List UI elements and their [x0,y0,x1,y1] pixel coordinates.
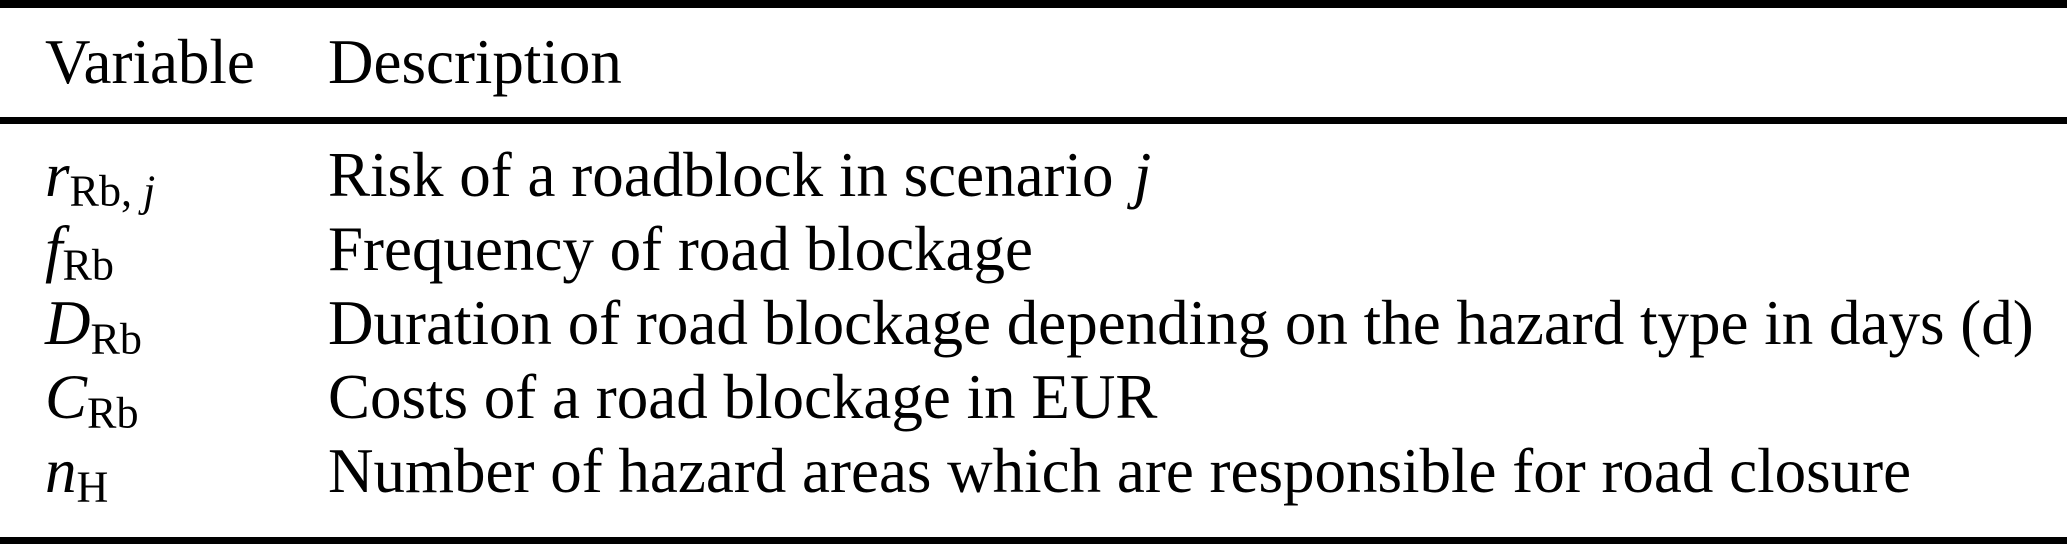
table-bottom-rule [0,537,2067,544]
variable-subscript: Rb [63,241,114,290]
variable-base: f [45,214,63,284]
table-row: nH Number of hazard areas which are resp… [0,434,2067,509]
variable-cell: nH [45,434,328,509]
variable-base: n [45,436,77,506]
variable-symbol: rRb, j [45,140,155,213]
description-cell: Risk of a roadblock in scenario j [328,138,2067,212]
description-text: Costs of a road blockage in EUR [328,362,1158,432]
table-header-row: Variable Description [0,8,2067,117]
description-cell: Duration of road blockage depending on t… [328,286,2067,360]
variable-symbol: CRb [45,362,139,435]
variable-subscript: H [77,463,109,512]
table-top-rule [0,0,2067,8]
variable-cell: DRb [45,286,328,361]
description-text: Duration of road blockage depending on t… [328,288,2034,358]
variable-base: r [45,140,70,210]
variable-subscript-roman: Rb [62,240,114,290]
variable-symbol: DRb [45,288,142,361]
description-text: Risk of a roadblock in scenario [328,140,1114,210]
variable-base: D [45,288,91,358]
variable-subscript-roman: H [76,462,109,512]
variable-subscript-roman: Rb, [69,166,144,216]
description-math-symbol: j [1133,140,1152,210]
description-cell: Number of hazard areas which are respons… [328,434,2067,508]
column-header-description: Description [328,27,622,97]
table-header-rule [0,117,2067,124]
variable-subscript-roman: Rb [87,388,139,438]
variable-cell: rRb, j [45,138,328,213]
table-row: rRb, j Risk of a roadblock in scenario j [0,138,2067,213]
variable-cell: CRb [45,360,328,435]
table-row: CRb Costs of a road blockage in EUR [0,360,2067,435]
description-cell: Costs of a road blockage in EUR [328,360,2067,434]
variable-symbol: fRb [45,214,114,287]
description-cell: Frequency of road blockage [328,212,2067,286]
variable-symbol: nH [45,436,108,509]
variable-subscript-roman: Rb [90,314,142,364]
description-text: Number of hazard areas which are respons… [328,436,1912,506]
variable-base: C [45,362,88,432]
variable-subscript-italic: j [143,166,156,216]
column-header-variable: Variable [45,27,255,97]
variable-subscript: Rb [91,315,142,364]
description-text: Frequency of road blockage [328,214,1033,284]
variable-cell: fRb [45,212,328,287]
table-row: fRb Frequency of road blockage [0,212,2067,287]
variable-subscript: Rb [87,389,138,438]
variable-subscript: Rb, j [70,167,156,216]
table-row: DRb Duration of road blockage depending … [0,286,2067,361]
